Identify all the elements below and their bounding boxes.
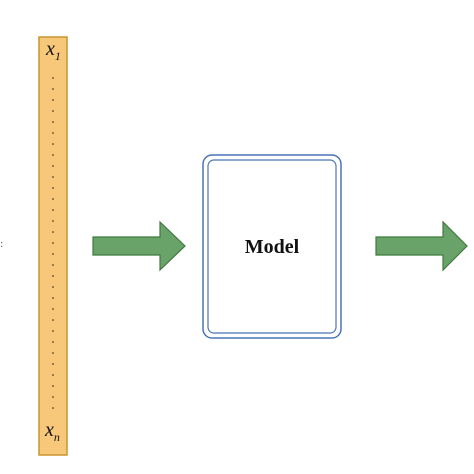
vector-ellipsis-dots: [52, 77, 54, 409]
ellipsis-dot: [52, 209, 54, 211]
ellipsis-dot: [52, 231, 54, 233]
ellipsis-dot: [52, 352, 54, 354]
ellipsis-dot: [52, 275, 54, 277]
ellipsis-dot: [52, 407, 54, 409]
ellipsis-dot: [52, 143, 54, 145]
ellipsis-dot: [52, 187, 54, 189]
ellipsis-dot: [52, 88, 54, 90]
ellipsis-dot: [52, 242, 54, 244]
ellipsis-dot: [52, 121, 54, 123]
last-element-label: xn: [44, 419, 60, 444]
ellipsis-dot: [52, 286, 54, 288]
input-to-model-arrow: [92, 220, 186, 272]
ellipsis-dot: [52, 165, 54, 167]
ellipsis-dot: [52, 220, 54, 222]
left-edge-mark: :: [0, 239, 3, 250]
ellipsis-dot: [52, 99, 54, 101]
ellipsis-dot: [52, 198, 54, 200]
ellipsis-dot: [52, 385, 54, 387]
ellipsis-dot: [52, 319, 54, 321]
last-element-base: x: [44, 419, 54, 441]
ellipsis-dot: [52, 297, 54, 299]
ellipsis-dot: [52, 330, 54, 332]
model-box: Model: [202, 154, 342, 339]
first-element-label: x1: [45, 38, 61, 63]
ellipsis-dot: [52, 110, 54, 112]
ellipsis-dot: [52, 253, 54, 255]
ellipsis-dot: [52, 176, 54, 178]
ellipsis-dot: [52, 374, 54, 376]
model-box-inner-border: [207, 159, 337, 334]
ellipsis-dot: [52, 132, 54, 134]
ellipsis-dot: [52, 308, 54, 310]
ellipsis-dot: [52, 264, 54, 266]
model-to-output-arrow: [375, 220, 468, 272]
last-element-subscript: n: [54, 430, 60, 444]
input-vector: x1 xn: [38, 36, 68, 456]
ellipsis-dot: [52, 363, 54, 365]
ellipsis-dot: [52, 154, 54, 156]
ellipsis-dot: [52, 396, 54, 398]
first-element-subscript: 1: [55, 49, 61, 63]
ellipsis-dot: [52, 77, 54, 79]
first-element-base: x: [45, 38, 55, 60]
model-label: Model: [245, 236, 300, 258]
ellipsis-dot: [52, 341, 54, 343]
